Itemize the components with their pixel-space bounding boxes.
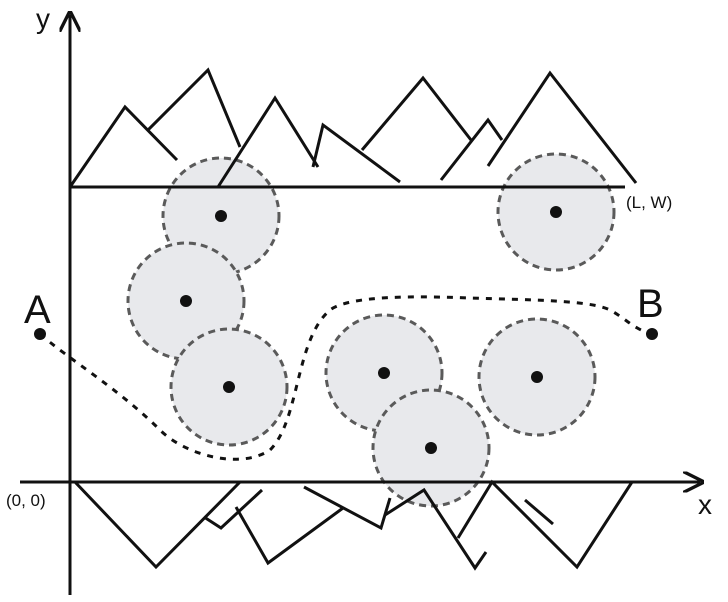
lower-terrain bbox=[203, 488, 264, 530]
upper-terrain bbox=[146, 67, 242, 148]
obstacle-centers bbox=[180, 206, 562, 454]
upper-terrain bbox=[486, 70, 638, 184]
lower-terrain bbox=[303, 485, 392, 531]
obstacle-center-dot bbox=[378, 367, 390, 379]
end-label: B bbox=[637, 282, 664, 326]
start-label: A bbox=[24, 288, 51, 332]
obstacle-center-dot bbox=[550, 206, 562, 218]
upper-boundary bbox=[68, 67, 638, 189]
obstacle-disks bbox=[126, 152, 616, 508]
start-point-dot bbox=[34, 328, 46, 340]
y-axis-label: y bbox=[36, 3, 50, 34]
origin-label: (0, 0) bbox=[6, 491, 46, 510]
far-corner-label: (L, W) bbox=[626, 193, 672, 212]
lower-terrain bbox=[234, 506, 344, 566]
obstacle-center-dot bbox=[223, 381, 235, 393]
upper-terrain bbox=[216, 95, 320, 188]
lower-terrain bbox=[73, 480, 242, 570]
lower-terrain bbox=[384, 487, 488, 571]
upper-terrain bbox=[311, 122, 401, 184]
obstacle-center-dot bbox=[531, 371, 543, 383]
end-point-dot bbox=[646, 328, 658, 340]
obstacle-center-dot bbox=[180, 295, 192, 307]
obstacle-center-dot bbox=[215, 210, 227, 222]
lower-boundary bbox=[20, 479, 700, 571]
lower-terrain bbox=[524, 498, 554, 526]
upper-terrain bbox=[439, 117, 504, 181]
x-axis-label: x bbox=[698, 489, 712, 520]
upper-terrain bbox=[360, 75, 473, 151]
upper-terrain bbox=[68, 104, 179, 188]
obstacle-center-dot bbox=[425, 442, 437, 454]
lower-terrain bbox=[456, 479, 634, 570]
